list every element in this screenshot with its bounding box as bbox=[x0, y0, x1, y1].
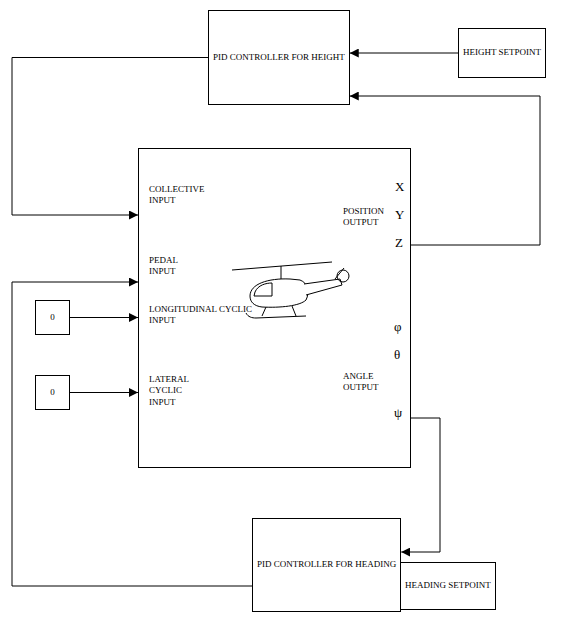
output-symbol: Y bbox=[395, 207, 407, 223]
box-label: HEADING SETPOINT bbox=[405, 580, 491, 591]
input-label: PEDAL INPUT bbox=[149, 255, 191, 278]
skid-strut bbox=[262, 307, 266, 316]
angle-symbol: θ bbox=[394, 347, 408, 363]
main-rotor bbox=[232, 262, 332, 270]
input-label: LATERAL CYCLIC INPUT bbox=[149, 374, 199, 408]
signal-arrow bbox=[350, 53, 458, 54]
signal-arrow bbox=[12, 282, 252, 586]
box-label: PID CONTROLLER FOR HEIGHT bbox=[213, 52, 345, 63]
landing-skid bbox=[246, 313, 306, 318]
signal-arrow bbox=[70, 392, 138, 393]
setpoint-box: HEIGHT SETPOINT bbox=[458, 28, 546, 78]
output-label: ANGLE OUTPUT bbox=[343, 371, 391, 394]
box-label: HEIGHT SETPOINT bbox=[463, 47, 541, 58]
signal-arrow bbox=[401, 418, 440, 552]
angle-symbol: φ bbox=[394, 319, 408, 335]
output-symbol: Z bbox=[395, 235, 407, 251]
pid-controller-box: PID CONTROLLER FOR HEIGHT bbox=[208, 10, 350, 105]
tail-rotor bbox=[337, 270, 349, 282]
pid-controller-box: PID CONTROLLER FOR HEADING bbox=[252, 518, 401, 612]
box-label: 0 bbox=[50, 387, 55, 398]
constant-box: 0 bbox=[35, 375, 70, 410]
box-label: PID CONTROLLER FOR HEADING bbox=[257, 559, 396, 570]
skid-strut bbox=[292, 306, 296, 316]
helicopter-model-box: COLLECTIVE INPUT PEDAL INPUT LONGITUDINAL … bbox=[138, 148, 411, 468]
cockpit-window bbox=[254, 283, 272, 296]
angle-symbol: ψ bbox=[394, 405, 408, 421]
input-label: LONGITUDINAL CYCLIC INPUT bbox=[149, 304, 253, 327]
output-symbol: X bbox=[395, 179, 407, 195]
rotor-mast bbox=[281, 266, 282, 279]
fuselage bbox=[250, 279, 308, 307]
signal-arrow bbox=[70, 317, 138, 318]
tail-boom bbox=[304, 279, 342, 295]
setpoint-box: HEADING SETPOINT bbox=[400, 562, 496, 610]
box-label: 0 bbox=[50, 312, 55, 323]
output-label: POSITION OUTPUT bbox=[343, 206, 391, 229]
constant-box: 0 bbox=[35, 300, 70, 335]
input-label: COLLECTIVE INPUT bbox=[149, 184, 211, 207]
